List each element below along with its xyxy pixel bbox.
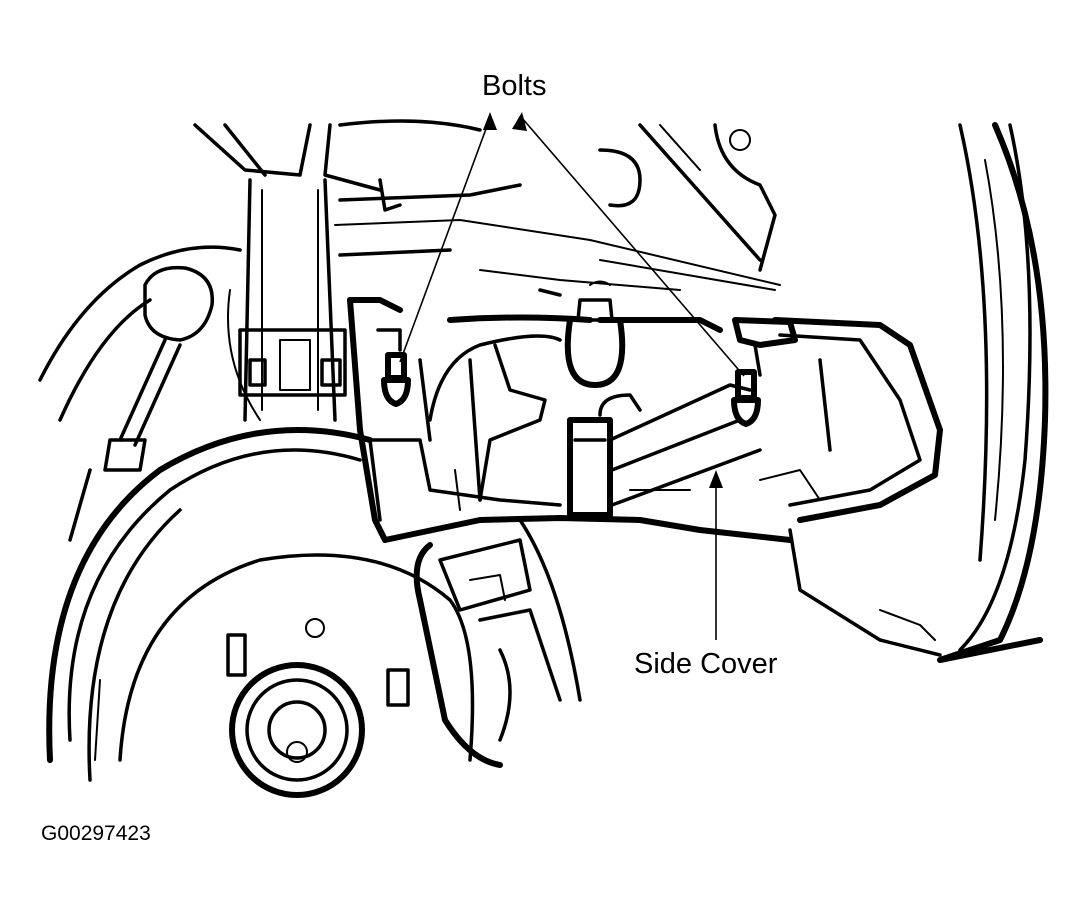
bolts-leader-left	[399, 117, 491, 363]
side-cover	[347, 297, 793, 543]
side-cover-label: Side Cover	[634, 648, 778, 680]
side-cover-arrowhead	[709, 470, 723, 488]
strut-assembly	[193, 123, 382, 422]
body-panel	[334, 119, 781, 291]
bolts-leader-right	[521, 117, 745, 377]
bolt-left	[376, 328, 411, 407]
brake-rotor	[46, 427, 475, 782]
bolt-right	[731, 317, 798, 427]
bolts-arrowhead-left	[483, 112, 497, 130]
wheel-hub	[226, 618, 410, 798]
bolts-leader-lines	[399, 112, 745, 377]
bolts-label: Bolts	[482, 70, 547, 102]
fender-liner	[788, 122, 1049, 663]
hose-loop	[538, 280, 626, 388]
figure-id: G00297423	[41, 822, 151, 845]
caliper-bracket	[413, 518, 582, 768]
sway-bar-link	[38, 245, 242, 542]
side-cover-leader	[709, 470, 723, 640]
bolts-arrowhead-right	[512, 112, 527, 131]
side-cover-housing	[759, 317, 943, 523]
center-bracket	[567, 383, 762, 518]
